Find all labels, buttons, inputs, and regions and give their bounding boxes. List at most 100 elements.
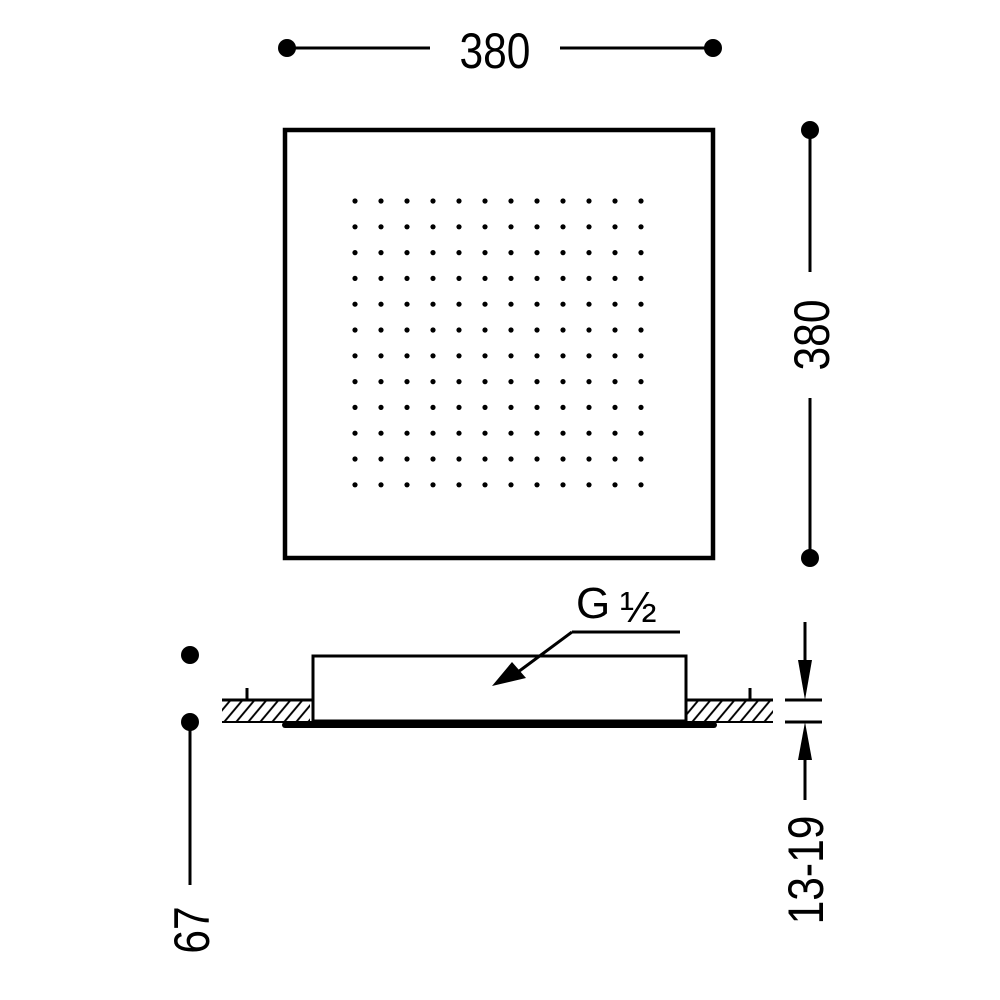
nozzle-dot	[430, 456, 436, 462]
nozzle-dot	[560, 250, 566, 256]
width-dimension: 380	[278, 23, 722, 79]
nozzle-dot	[586, 224, 592, 230]
nozzle-dot	[534, 275, 540, 281]
nozzle-dot	[612, 353, 618, 359]
nozzle-dot	[456, 301, 462, 307]
nozzle-dot	[638, 198, 644, 204]
nozzle-dot	[482, 353, 488, 359]
nozzle-dot	[378, 224, 384, 230]
nozzle-dot	[638, 327, 644, 333]
nozzle-dot	[534, 250, 540, 256]
nozzle-dot	[456, 482, 462, 488]
nozzle-dot	[586, 379, 592, 385]
nozzle-dot	[508, 198, 514, 204]
nozzle-dot	[612, 482, 618, 488]
nozzle-dot	[508, 404, 514, 410]
nozzle-dot	[404, 379, 410, 385]
nozzle-dot	[352, 224, 358, 230]
nozzle-dot	[456, 404, 462, 410]
nozzle-dot	[482, 301, 488, 307]
nozzle-dot	[456, 224, 462, 230]
connection-callout: G ½	[492, 579, 680, 686]
nozzle-dot	[560, 224, 566, 230]
nozzle-dot	[430, 327, 436, 333]
nozzle-dot	[378, 430, 384, 436]
nozzle-dot	[352, 275, 358, 281]
nozzle-dot	[586, 482, 592, 488]
nozzle-dot	[638, 404, 644, 410]
nozzle-dot	[560, 404, 566, 410]
nozzle-dot	[586, 250, 592, 256]
width-label: 380	[460, 23, 531, 79]
nozzle-dot	[638, 482, 644, 488]
nozzle-dot	[586, 198, 592, 204]
nozzle-dot	[430, 198, 436, 204]
nozzle-dot	[482, 198, 488, 204]
nozzle-dot	[508, 224, 514, 230]
nozzle-dot	[638, 456, 644, 462]
nozzle-dot	[560, 327, 566, 333]
nozzle-dot	[534, 456, 540, 462]
nozzle-dot	[560, 430, 566, 436]
nozzle-dot	[430, 404, 436, 410]
nozzle-dot	[482, 430, 488, 436]
nozzle-dot	[482, 275, 488, 281]
nozzle-dot	[612, 379, 618, 385]
nozzle-dot	[404, 301, 410, 307]
nozzle-grid	[352, 198, 644, 488]
nozzle-dot	[508, 353, 514, 359]
nozzle-dot	[508, 327, 514, 333]
nozzle-dot	[430, 430, 436, 436]
nozzle-dot	[456, 250, 462, 256]
nozzle-dot	[352, 250, 358, 256]
nozzle-dot	[482, 404, 488, 410]
nozzle-dot	[534, 482, 540, 488]
nozzle-dot	[586, 430, 592, 436]
nozzle-dot	[586, 327, 592, 333]
nozzle-dot	[404, 327, 410, 333]
nozzle-dot	[378, 353, 384, 359]
nozzle-dot	[612, 198, 618, 204]
plate-top-view	[282, 127, 716, 561]
nozzle-dot	[638, 430, 644, 436]
nozzle-dot	[612, 301, 618, 307]
nozzle-dot	[560, 456, 566, 462]
nozzle-dot	[482, 482, 488, 488]
nozzle-dot	[508, 379, 514, 385]
nozzle-dot	[638, 353, 644, 359]
connection-fraction: ½	[620, 583, 657, 632]
side-view	[222, 654, 773, 728]
nozzle-dot	[534, 198, 540, 204]
adjust-dimension: 13-19	[778, 622, 834, 924]
nozzle-dot	[352, 404, 358, 410]
nozzle-dot	[560, 275, 566, 281]
nozzle-dot	[534, 327, 540, 333]
nozzle-dot	[378, 456, 384, 462]
nozzle-dot	[534, 224, 540, 230]
nozzle-dot	[456, 198, 462, 204]
nozzle-dot	[482, 456, 488, 462]
nozzle-dot	[430, 250, 436, 256]
nozzle-dot	[430, 275, 436, 281]
nozzle-dot	[534, 379, 540, 385]
height-label: 380	[784, 300, 840, 371]
nozzle-dot	[482, 250, 488, 256]
nozzle-dot	[638, 301, 644, 307]
nozzle-dot	[404, 275, 410, 281]
nozzle-dot	[586, 301, 592, 307]
nozzle-dot	[612, 275, 618, 281]
nozzle-dot	[586, 404, 592, 410]
nozzle-dot	[508, 456, 514, 462]
nozzle-dot	[612, 404, 618, 410]
nozzle-dot	[378, 198, 384, 204]
nozzle-dot	[404, 353, 410, 359]
nozzle-dot	[404, 250, 410, 256]
nozzle-dot	[638, 224, 644, 230]
nozzle-dot	[586, 353, 592, 359]
nozzle-dot	[456, 430, 462, 436]
nozzle-dot	[534, 301, 540, 307]
nozzle-dot	[352, 327, 358, 333]
nozzle-dot	[586, 275, 592, 281]
nozzle-dot	[352, 456, 358, 462]
